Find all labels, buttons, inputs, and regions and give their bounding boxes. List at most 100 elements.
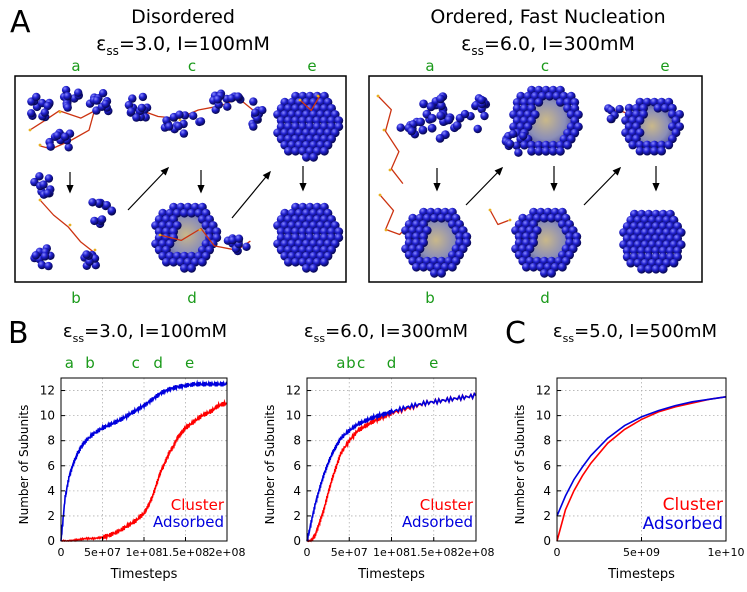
stage-letter-e-right: e: [660, 57, 669, 75]
y-tick-label: 10: [286, 409, 301, 423]
subunit-cluster-c2-left: [160, 110, 206, 138]
capsid-e-upper-left: [273, 91, 344, 162]
legend-adsorbed: Adsorbed: [402, 513, 473, 531]
series-line-adsorbed: [556, 396, 727, 517]
subunit-cluster-b4-left: [80, 250, 101, 270]
legend-adsorbed: Adsorbed: [643, 514, 723, 534]
y-axis-label: Number of Subunits: [17, 405, 31, 525]
stage-letter-c-left: c: [188, 57, 196, 75]
stage-letter-b-right: b: [425, 289, 435, 307]
y-tick-label: 4: [293, 484, 301, 498]
stage-marker-d: d: [153, 354, 163, 372]
subunit-cluster-a2-left: [59, 85, 84, 112]
subunit-cluster-b2-left: [88, 198, 117, 229]
x-axis-label: Timesteps: [110, 567, 178, 582]
y-axis-label: Number of Subunits: [263, 405, 277, 525]
stage-letter-d-left: d: [187, 289, 197, 307]
series-line-adsorbed: [306, 392, 477, 542]
subunit-cluster-c3-left: [209, 89, 245, 115]
arrow-e-to-e-right: [652, 166, 660, 192]
rna-strand-e-left: [298, 94, 321, 112]
stage-marker-a: a: [65, 354, 74, 372]
subunit-cluster-c4-left: [248, 97, 267, 131]
assembly-pathway-arrows: [66, 166, 660, 219]
x-tick-label: 2e+08: [209, 546, 246, 559]
chart-title: εss=5.0, I=500mM: [553, 321, 717, 345]
x-tick-label: 1e+10: [708, 546, 745, 559]
y-tick-label: 8: [47, 434, 55, 448]
y-tick-label: 2: [47, 509, 55, 523]
subunit-cluster-a4-left: [45, 128, 75, 152]
subunit-cluster-a3-right: [460, 94, 491, 134]
arrow-a-to-b-right: [433, 168, 441, 192]
subunit-cluster-b3-left: [30, 244, 55, 271]
stage-letter-a-right: a: [425, 57, 434, 75]
y-tick-label: 10: [40, 409, 55, 423]
series-line-cluster: [60, 398, 228, 543]
panel-label-a: A: [10, 5, 31, 40]
partial-capsid-d-left: [151, 202, 222, 273]
subunit-cluster-a2-right: [416, 92, 465, 143]
x-tick-label: 5e+07: [331, 546, 368, 559]
panel-label-b: B: [8, 316, 29, 351]
panel-label-c: C: [505, 316, 526, 351]
stage-marker-a: a: [336, 354, 345, 372]
stage-marker-c: c: [357, 354, 365, 372]
series-line-adsorbed: [60, 379, 228, 542]
stage-letter-b-left: b: [71, 289, 81, 307]
arrow-b-to-c-left: [127, 166, 170, 211]
y-tick-label: 6: [47, 459, 55, 473]
arrow-d-to-e-left: [231, 170, 271, 219]
legend-cluster: Cluster: [171, 496, 225, 514]
stage-marker-b: b: [85, 354, 95, 372]
x-tick-label: 1.5e+08: [410, 546, 457, 559]
y-tick-label: 12: [536, 384, 551, 398]
stage-letter-a-left: a: [71, 57, 80, 75]
legend-adsorbed: Adsorbed: [153, 513, 224, 531]
y-tick-label: 12: [286, 384, 301, 398]
y-tick-label: 4: [543, 484, 551, 498]
arrow-b-to-c-right: [465, 166, 504, 206]
legend-cluster: Cluster: [420, 496, 474, 514]
partial-capsid-b-right: [401, 207, 472, 278]
x-tick-label: 1e+08: [126, 546, 163, 559]
stage-marker-e: e: [429, 354, 438, 372]
subunit-cluster-a3-left: [85, 89, 113, 116]
rna-strand-d-right: [488, 208, 512, 226]
y-tick-label: 12: [40, 384, 55, 398]
y-tick-label: 4: [47, 484, 55, 498]
x-axis-label: Timesteps: [607, 567, 675, 582]
arrow-e-to-e-left: [299, 166, 307, 192]
y-axis-label: Number of Subunits: [513, 405, 527, 525]
rna-strand-a-right: [376, 94, 404, 184]
panel-a-right-title: Ordered, Fast Nucleation: [430, 6, 665, 28]
x-tick-label: 1.5e+08: [162, 546, 209, 559]
assembly-snapshots: [27, 85, 686, 278]
panel-a-left-condition: εss=3.0, I=100mM: [96, 33, 270, 58]
arrow-c-to-d-left: [197, 170, 205, 194]
stage-marker-d: d: [387, 354, 397, 372]
x-tick-label: 5e+07: [84, 546, 121, 559]
partial-capsid-c-right: [509, 85, 583, 156]
x-tick-label: 0: [304, 546, 311, 559]
x-tick-label: 2e+08: [458, 546, 495, 559]
x-tick-label: 1e+08: [373, 546, 410, 559]
y-tick-label: 0: [543, 534, 551, 548]
arrow-d-to-e-right: [583, 166, 622, 206]
subunit-cluster-c1-left: [124, 92, 152, 122]
subunit-cluster-d2-left: [223, 234, 251, 256]
arrow-c-to-d-right: [550, 166, 558, 192]
y-tick-label: 10: [536, 409, 551, 423]
subunit-cluster-a1-left: [27, 92, 54, 122]
y-tick-label: 0: [293, 534, 301, 548]
legend-cluster: Cluster: [663, 495, 723, 515]
series-line-cluster: [556, 396, 727, 542]
y-tick-label: 2: [293, 509, 301, 523]
stage-letter-d-right: d: [540, 289, 550, 307]
stage-marker-b: b: [346, 354, 356, 372]
chart-title: εss=3.0, I=100mM: [63, 321, 227, 345]
